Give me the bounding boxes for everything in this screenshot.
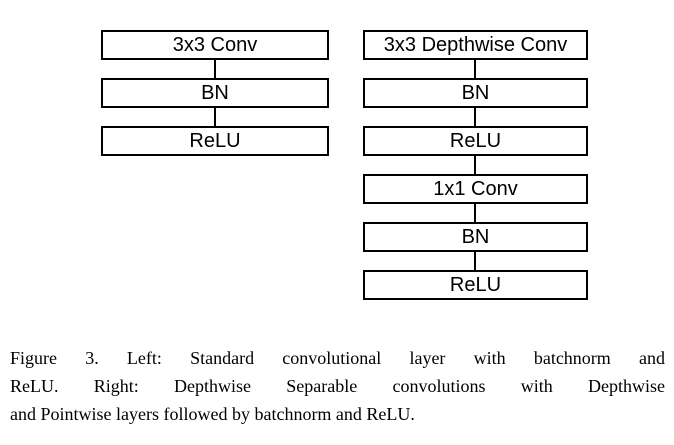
box-depthwise-relu-1: ReLU bbox=[363, 126, 588, 156]
caption-line-2: ReLU. Right: Depthwise Separable convolu… bbox=[10, 376, 665, 396]
figure-caption: Figure 3. Left: Standard convolutional l… bbox=[10, 344, 665, 428]
box-depthwise-3x3-conv: 3x3 Depthwise Conv bbox=[363, 30, 588, 60]
connector-line bbox=[474, 252, 476, 270]
box-pointwise-1x1-conv: 1x1 Conv bbox=[363, 174, 588, 204]
caption-line-1: Figure 3. Left: Standard convolutional l… bbox=[10, 348, 665, 368]
connector-line bbox=[474, 204, 476, 222]
box-standard-bn: BN bbox=[101, 78, 329, 108]
box-standard-relu: ReLU bbox=[101, 126, 329, 156]
connector-line bbox=[474, 156, 476, 174]
connector-line bbox=[214, 108, 216, 126]
connector-line bbox=[214, 60, 216, 78]
box-standard-3x3-conv: 3x3 Conv bbox=[101, 30, 329, 60]
connector-line bbox=[474, 108, 476, 126]
box-depthwise-bn-2: BN bbox=[363, 222, 588, 252]
connector-line bbox=[474, 60, 476, 78]
box-depthwise-relu-2: ReLU bbox=[363, 270, 588, 300]
box-depthwise-bn-1: BN bbox=[363, 78, 588, 108]
caption-line-3: and Pointwise layers followed by batchno… bbox=[10, 404, 415, 424]
